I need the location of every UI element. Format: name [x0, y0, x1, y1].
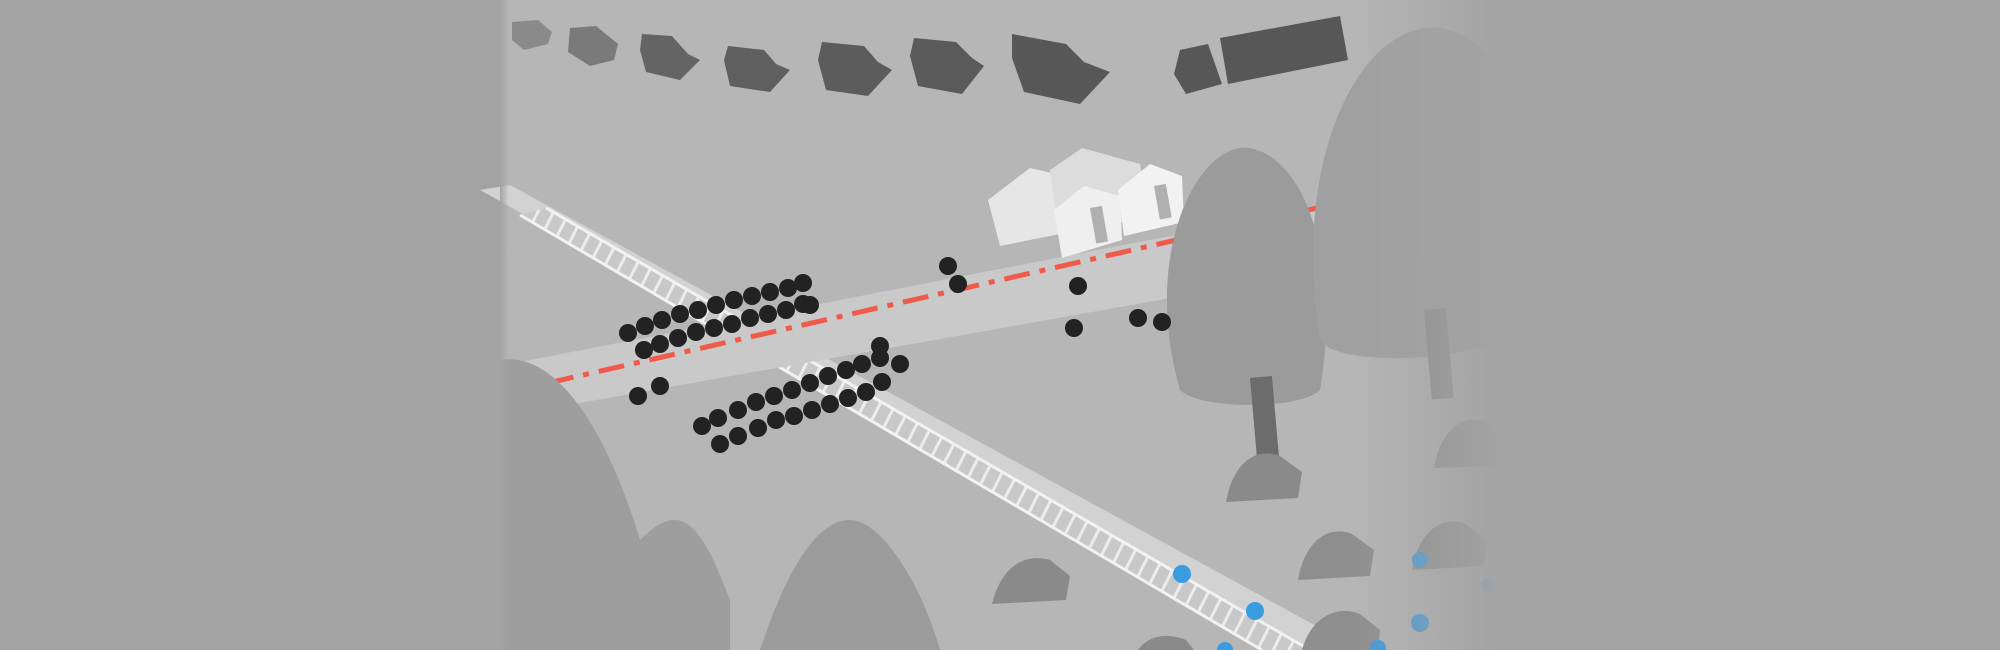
person — [711, 435, 729, 453]
person — [1069, 277, 1087, 295]
vehicle — [910, 38, 984, 94]
person — [709, 409, 727, 427]
person — [761, 283, 779, 301]
person — [741, 309, 759, 327]
person — [873, 373, 891, 391]
vehicle — [640, 34, 700, 80]
person — [803, 401, 821, 419]
person — [939, 257, 957, 275]
person-blue — [1173, 565, 1191, 583]
person — [687, 323, 705, 341]
person — [783, 381, 801, 399]
person — [777, 301, 795, 319]
vehicle — [818, 42, 892, 96]
fade-left — [500, 0, 650, 650]
person — [669, 329, 687, 347]
person — [871, 337, 889, 355]
truck-trailer — [1220, 16, 1348, 84]
person — [801, 374, 819, 392]
road-surface — [520, 205, 1340, 410]
right-margin — [1500, 0, 2000, 650]
person — [653, 311, 671, 329]
rail-ties — [520, 208, 1310, 650]
person — [749, 419, 767, 437]
person — [1153, 313, 1171, 331]
person — [705, 319, 723, 337]
person — [765, 387, 783, 405]
person — [651, 377, 669, 395]
person — [689, 301, 707, 319]
vehicle — [1012, 34, 1110, 104]
person — [693, 417, 711, 435]
person — [853, 355, 871, 373]
tent — [1138, 635, 1194, 650]
door — [1154, 183, 1172, 220]
vehicle — [724, 46, 790, 92]
border-line — [547, 202, 1331, 386]
person — [801, 296, 819, 314]
tent — [992, 558, 1070, 604]
person — [1129, 309, 1147, 327]
person — [707, 296, 725, 314]
person — [723, 315, 741, 333]
person — [839, 389, 857, 407]
tent — [1226, 453, 1302, 502]
person — [857, 383, 875, 401]
person — [743, 287, 761, 305]
person — [729, 401, 747, 419]
person — [759, 305, 777, 323]
person — [747, 393, 765, 411]
person — [821, 395, 839, 413]
tree — [760, 520, 940, 650]
vehicle-convoy — [512, 16, 1348, 104]
person — [729, 427, 747, 445]
door — [1090, 205, 1109, 244]
person — [1065, 319, 1083, 337]
truck-cab — [1174, 44, 1222, 94]
person — [819, 367, 837, 385]
person-blue — [1246, 602, 1264, 620]
road — [520, 202, 1340, 410]
person — [785, 407, 803, 425]
person — [767, 411, 785, 429]
person — [891, 355, 909, 373]
person — [837, 361, 855, 379]
person — [779, 279, 797, 297]
houses — [988, 148, 1184, 258]
person — [725, 291, 743, 309]
tree — [1166, 147, 1327, 406]
person — [671, 305, 689, 323]
person — [651, 335, 669, 353]
fade-right — [1350, 0, 1500, 650]
person — [794, 274, 812, 292]
person — [949, 275, 967, 293]
person-blue — [1217, 642, 1233, 650]
tree-trunk — [1250, 376, 1279, 458]
